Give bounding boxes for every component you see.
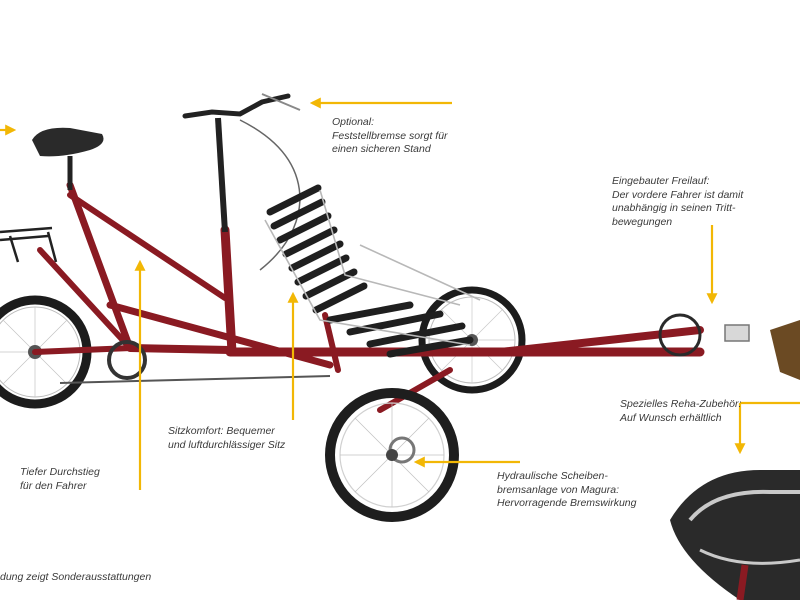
annotation-arrows	[0, 97, 800, 490]
handlebar	[182, 93, 301, 271]
seat-comfort-annotation: Sitzkomfort: Bequemer und luftdurchlässi…	[168, 425, 286, 451]
brake-annotation: Optional: Feststellbremse sorgt für eine…	[332, 116, 448, 155]
steering-wheel	[325, 388, 459, 522]
rehab-accessory-annotation: Spezielles Reha-Zubehör: Auf Wunsch erhä…	[620, 398, 742, 424]
reha-accessory	[670, 320, 800, 600]
footnote: dung zeigt Sonderausstattungen	[0, 571, 152, 583]
seat-frame	[264, 189, 481, 346]
hydraulic-brake-annotation: Hydraulische Scheiben- bremsanlage von M…	[497, 470, 637, 509]
frame	[32, 181, 705, 413]
pedal-boom	[496, 313, 750, 357]
freewheel-annotation: Eingebauter Freilauf: Der vordere Fahrer…	[612, 175, 744, 228]
low-step-annotation: Tiefer Durchstieg für den Fahrer	[20, 466, 100, 492]
rear-saddle	[32, 127, 104, 190]
chain	[59, 340, 331, 384]
rear-rack	[0, 226, 58, 263]
